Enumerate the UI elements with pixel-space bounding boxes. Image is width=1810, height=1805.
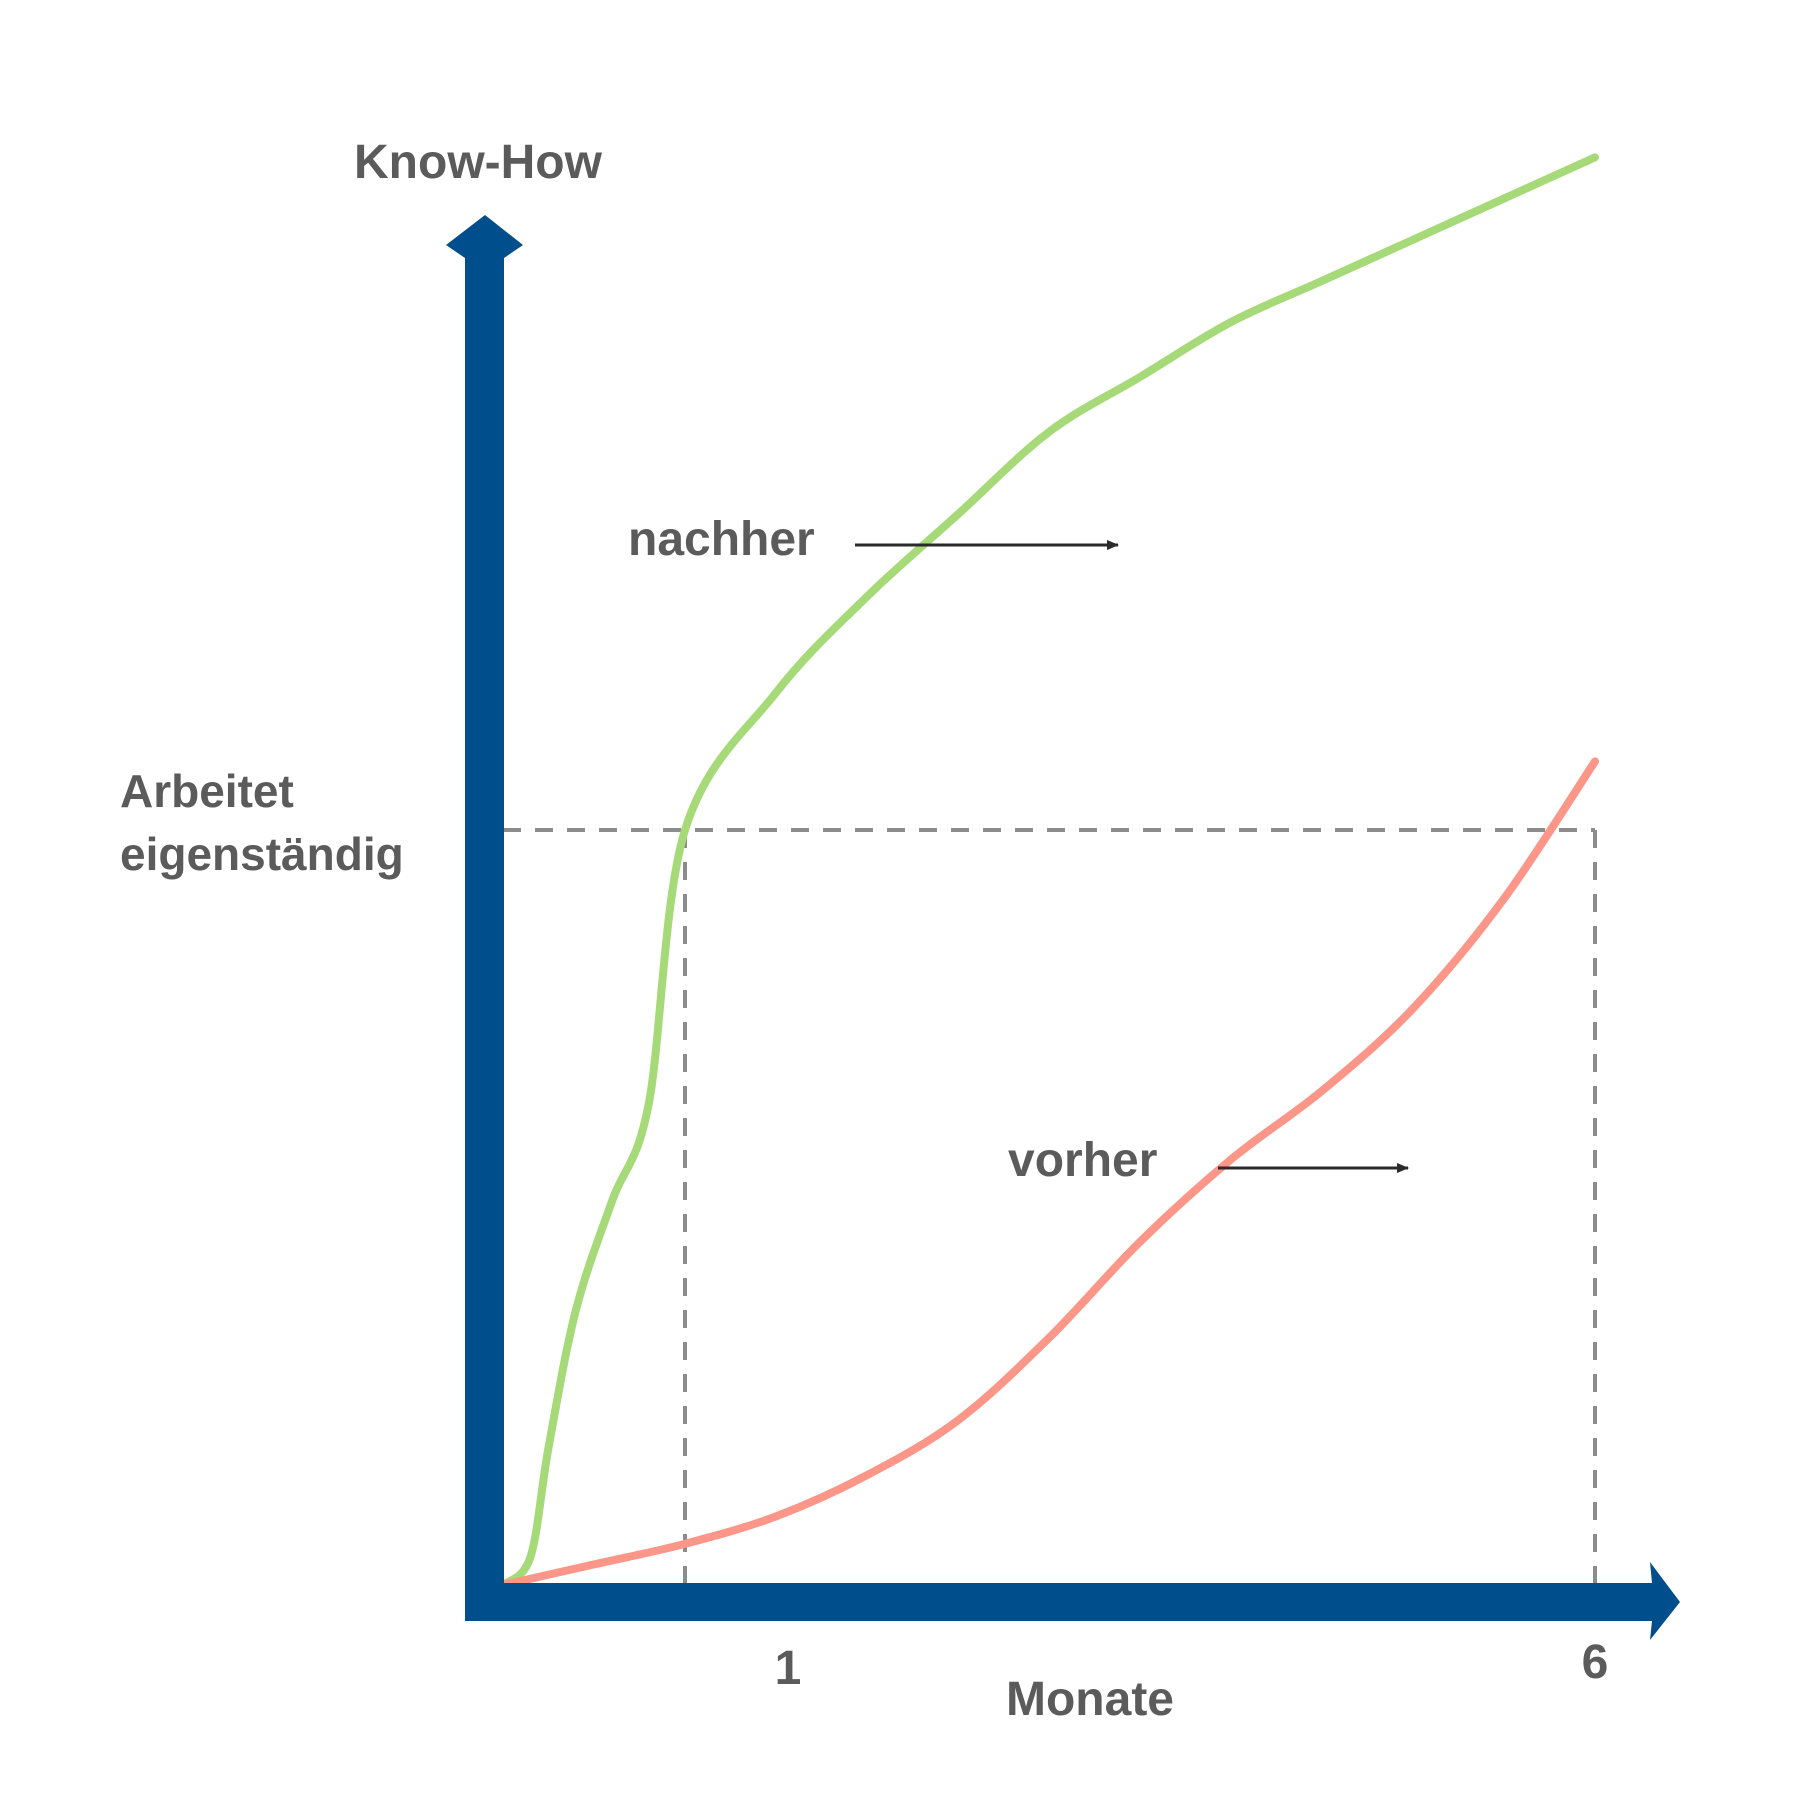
- threshold-guides: [503, 828, 1597, 1585]
- x-tick-label-1: 1: [775, 1642, 802, 1695]
- threshold-label-line-2: eigenständig: [120, 828, 404, 880]
- x-axis-label: Monate: [1006, 1673, 1174, 1726]
- series-label-vorher: vorher: [1008, 1134, 1157, 1187]
- y-axis-label: Know-How: [354, 136, 603, 189]
- x-axis-arrow: [465, 1562, 1680, 1640]
- series-line-nachher: [499, 153, 1599, 1589]
- threshold-label-line-1: Arbeitet: [120, 765, 294, 817]
- x-tick-label-6: 6: [1582, 1636, 1609, 1689]
- annotations: [855, 540, 1409, 1173]
- series-label-nachher: nachher: [628, 513, 815, 566]
- series-layer: [499, 153, 1599, 1589]
- axes: [446, 215, 1680, 1640]
- series-line-vorher: [499, 757, 1599, 1589]
- y-axis-arrow: [446, 215, 523, 1618]
